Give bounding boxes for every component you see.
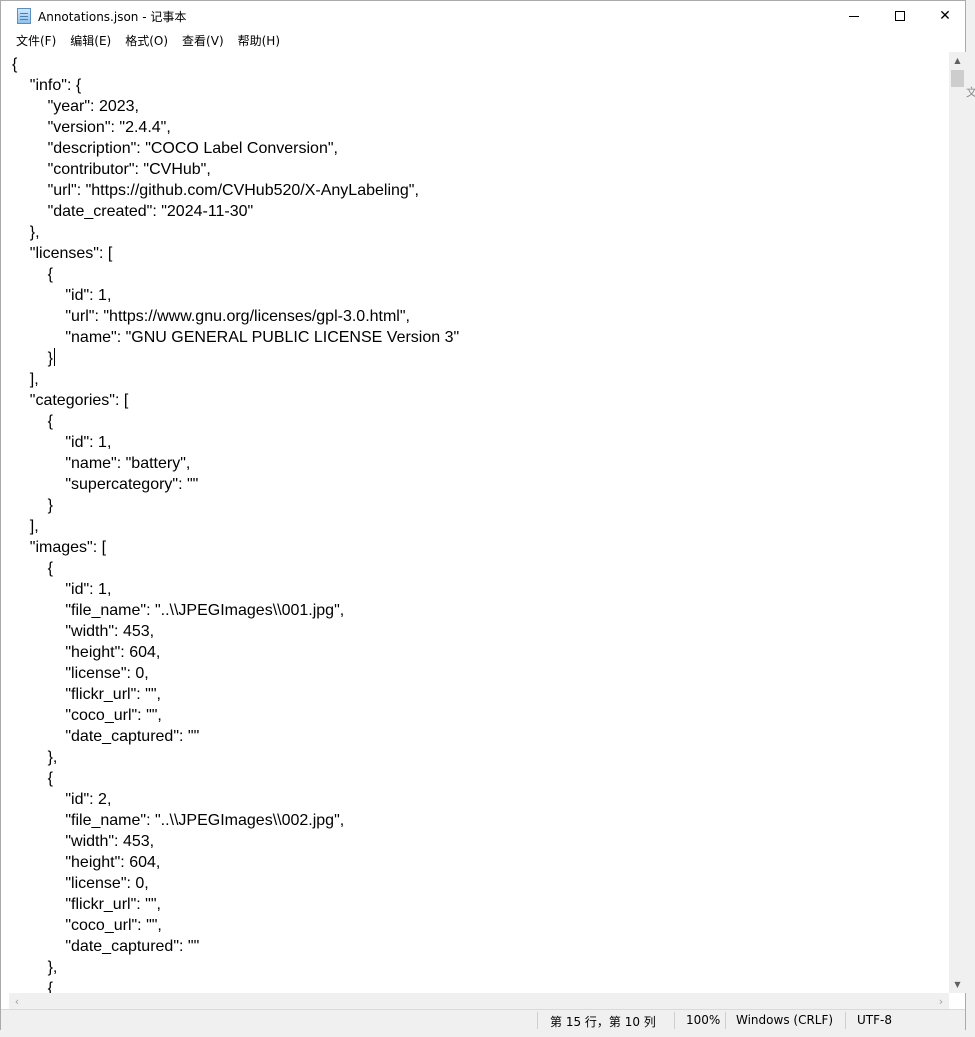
minimize-button[interactable] [831,1,877,31]
editor-line: "flickr_url": "", [12,896,161,913]
editor-line: "width": 453, [12,623,155,640]
menu-bar: 文件(F) 编辑(E) 格式(O) 查看(V) 帮助(H) [1,31,965,51]
menu-view[interactable]: 查看(V) [182,34,224,48]
editor-line: "url": "https://www.gnu.org/licenses/gpl… [12,308,410,325]
status-separator [845,1012,846,1029]
background-window-text: 文 [966,86,975,99]
editor-line: } [12,348,55,367]
editor-line: ], [12,371,39,388]
text-caret [53,348,55,366]
cursor-position: 第 15 行，第 10 列 [550,1015,656,1029]
minimize-icon [849,15,859,17]
editor-line: "year": 2023, [12,98,139,115]
editor-line: "date_captured": "" [12,728,200,745]
editor-line: "coco_url": "", [12,707,162,724]
maximize-button[interactable] [877,1,923,31]
editor-line: ], [12,518,39,535]
notepad-icon [17,8,31,24]
editor-line: "categories": [ [12,392,129,409]
editor-line: { [12,56,18,73]
text-editor[interactable]: { "info": { "year": 2023, "version": "2.… [9,52,949,993]
zoom-level: 100% [686,1013,721,1027]
editor-line: "width": 453, [12,833,155,850]
title-bar[interactable]: Annotations.json - 记事本 ✕ [1,1,965,31]
line-ending: Windows (CRLF) [736,1013,834,1027]
editor-line: "name": "GNU GENERAL PUBLIC LICENSE Vers… [12,329,460,346]
close-icon: ✕ [939,8,951,24]
status-bar: 第 15 行，第 10 列 100% Windows (CRLF) UTF-8 [1,1009,965,1031]
menu-file[interactable]: 文件(F) [16,34,57,48]
editor-line: "images": [ [12,539,107,556]
editor-line: }, [12,959,58,976]
vertical-scrollbar[interactable]: ▲ ▼ [949,52,966,993]
editor-content[interactable]: { "info": { "year": 2023, "version": "2.… [12,54,459,993]
editor-line: "id": 1, [12,434,112,451]
editor-line: "license": 0, [12,665,149,682]
editor-line: "license": 0, [12,875,149,892]
editor-line: "info": { [12,77,82,94]
menu-help[interactable]: 帮助(H) [237,34,281,48]
horizontal-scrollbar[interactable]: ‹ › [9,993,949,1009]
editor-line: "supercategory": "" [12,476,199,493]
editor-line: } [12,497,53,514]
editor-line: "licenses": [ [12,245,113,262]
editor-line: "file_name": "..\\JPEGImages\\002.jpg", [12,812,345,829]
scroll-left-arrow-icon[interactable]: ‹ [14,994,20,1008]
window-title: Annotations.json - 记事本 [38,10,187,24]
editor-line: "height": 604, [12,854,161,871]
menu-edit[interactable]: 编辑(E) [70,34,112,48]
editor-line: "name": "battery", [12,455,191,472]
status-separator [725,1012,726,1029]
close-button[interactable]: ✕ [922,1,968,31]
editor-line: "date_captured": "" [12,938,200,955]
scroll-right-arrow-icon[interactable]: › [938,994,944,1008]
editor-line: "height": 604, [12,644,161,661]
editor-line: "id": 1, [12,287,112,304]
status-separator [537,1012,538,1029]
status-separator [674,1012,675,1029]
scroll-up-arrow-icon[interactable]: ▲ [954,56,961,65]
editor-line: { [12,560,53,577]
editor-line: { [12,413,53,430]
editor-line: { [12,980,53,993]
editor-line: }, [12,224,40,241]
scroll-down-arrow-icon[interactable]: ▼ [954,980,961,989]
editor-line: { [12,770,53,787]
editor-line: "id": 2, [12,791,112,808]
maximize-icon [895,11,905,21]
editor-line: { [12,266,53,283]
editor-line: "file_name": "..\\JPEGImages\\001.jpg", [12,602,345,619]
editor-line: "version": "2.4.4", [12,119,171,136]
editor-line: "flickr_url": "", [12,686,161,703]
editor-line: "description": "COCO Label Conversion", [12,140,338,157]
editor-line: "date_created": "2024-11-30" [12,203,254,220]
editor-line: }, [12,749,58,766]
editor-line: "id": 1, [12,581,112,598]
editor-line: "contributor": "CVHub", [12,161,211,178]
encoding: UTF-8 [857,1013,892,1027]
editor-line: "coco_url": "", [12,917,162,934]
editor-line: "url": "https://github.com/CVHub520/X-An… [12,182,419,199]
vertical-scroll-thumb[interactable] [951,70,964,87]
menu-format[interactable]: 格式(O) [125,34,169,48]
